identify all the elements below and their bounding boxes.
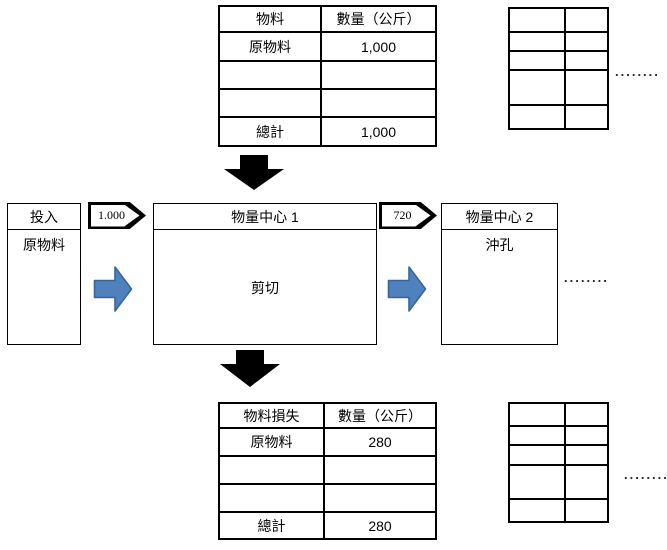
table-total-cell: 280 xyxy=(368,517,392,534)
table-cell xyxy=(510,404,566,427)
table-cell xyxy=(220,62,322,90)
flow-quantity-tag-out: 720 xyxy=(379,202,437,229)
table-cell xyxy=(510,427,566,446)
ellipsis-dots: ........ xyxy=(624,467,667,482)
table-cell: 280 xyxy=(325,429,435,457)
table-cell xyxy=(510,466,566,500)
table-header-cell: 數量（公斤） xyxy=(322,7,435,33)
empty-reference-table-top xyxy=(508,7,609,130)
quantity-center-2-box: 物量中心 2 沖孔 xyxy=(441,203,558,345)
table-header-cell: 數量（公斤） xyxy=(325,404,435,429)
flow-quantity-label: 720 xyxy=(393,208,412,222)
input-box: 投入 原物料 xyxy=(7,203,81,345)
table-cell: 原物料 xyxy=(220,33,322,62)
table-cell xyxy=(510,106,566,128)
quantity-center-1-box: 物量中心 1 剪切 xyxy=(153,203,377,345)
table-cell xyxy=(510,71,566,106)
table-total-cell: 1,000 xyxy=(360,123,397,140)
pentagon-fill xyxy=(381,204,431,227)
down-arrow-icon xyxy=(219,349,281,388)
right-arrow-icon xyxy=(93,263,133,315)
empty-reference-table-bottom xyxy=(508,402,609,523)
pentagon-fill xyxy=(90,204,140,227)
table-cell xyxy=(566,500,607,521)
table-cell xyxy=(322,62,435,90)
input-quantity-table: 物料 數量（公斤） 原物料 1,000 總計 1,000 xyxy=(218,5,437,147)
table-cell xyxy=(566,71,607,106)
table-cell xyxy=(220,485,325,513)
quantity-center-2-title: 物量中心 2 xyxy=(442,204,557,230)
table-header-cell: 物料損失 xyxy=(220,404,325,429)
table-cell xyxy=(566,52,607,71)
quantity-center-2-process: 沖孔 xyxy=(485,237,514,253)
table-cell xyxy=(510,446,566,466)
table-cell xyxy=(566,446,607,466)
table-cell xyxy=(325,485,435,513)
table-cell xyxy=(566,106,607,128)
table-cell xyxy=(510,500,566,521)
table-cell xyxy=(220,457,325,485)
table-cell: 1,000 xyxy=(322,33,435,62)
input-box-title: 投入 xyxy=(8,204,80,230)
table-cell xyxy=(566,427,607,446)
table-cell: 原物料 xyxy=(220,429,325,457)
quantity-center-1-title: 物量中心 1 xyxy=(154,204,376,230)
table-cell xyxy=(220,90,322,118)
table-total-cell: 總計 xyxy=(220,513,325,538)
table-cell xyxy=(566,466,607,500)
quantity-center-1-process: 剪切 xyxy=(251,279,279,296)
table-header-cell: 物料 xyxy=(220,7,322,33)
table-cell xyxy=(510,52,566,71)
ellipsis-dots: ........ xyxy=(615,64,660,79)
table-cell xyxy=(322,90,435,118)
flow-quantity-tag-in: 1.000 xyxy=(88,202,146,229)
material-loss-table: 物料損失 數量（公斤） 原物料 280 總計 280 xyxy=(218,402,437,540)
table-cell xyxy=(510,33,566,52)
table-cell xyxy=(566,9,607,33)
flow-quantity-label: 1.000 xyxy=(98,208,125,222)
down-arrow-icon xyxy=(223,154,285,191)
table-cell xyxy=(510,9,566,33)
table-cell xyxy=(566,404,607,427)
ellipsis-dots: ........ xyxy=(564,270,609,285)
table-total-cell: 總計 xyxy=(220,118,322,145)
table-cell xyxy=(566,33,607,52)
input-box-material: 原物料 xyxy=(23,237,65,253)
right-arrow-icon xyxy=(387,263,427,315)
table-cell xyxy=(325,457,435,485)
